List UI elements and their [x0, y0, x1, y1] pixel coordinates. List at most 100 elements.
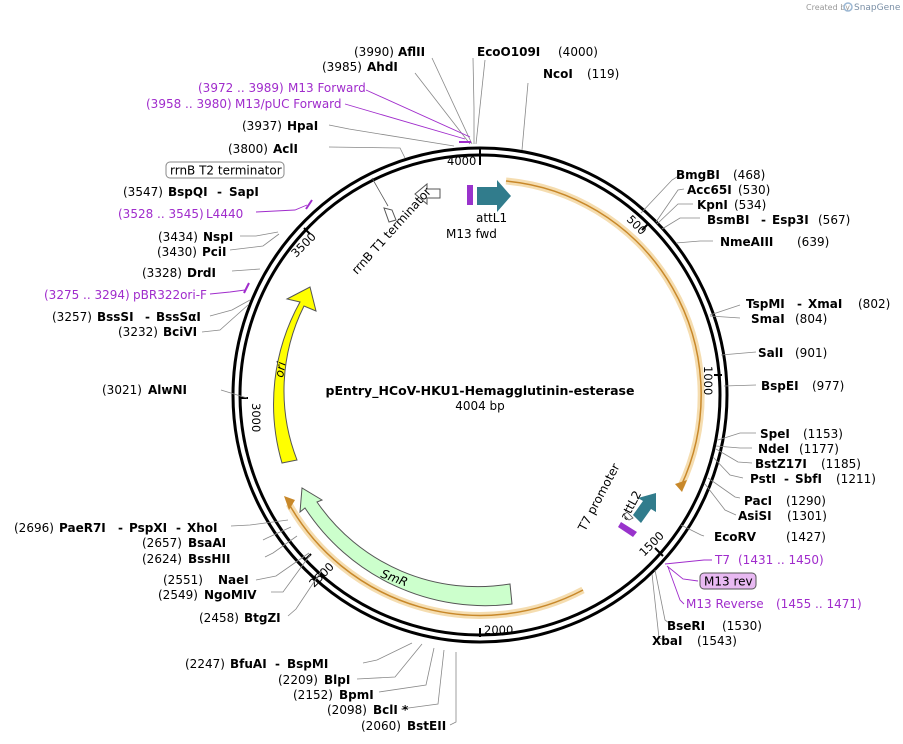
sali-pos: (901) [795, 346, 827, 360]
xhoi-dash: - [176, 521, 181, 535]
acc65i-site[interactable]: Acc65I [687, 183, 732, 197]
m13-rev-primer-marker[interactable] [618, 522, 637, 537]
l4440-name[interactable]: L4440 [206, 207, 243, 221]
smr-orf-arc[interactable] [284, 496, 585, 619]
xmai-site[interactable]: XmaI [808, 297, 842, 311]
insert-orf-arc[interactable] [505, 177, 705, 492]
bsssai-site[interactable]: BssSαI [156, 310, 201, 324]
psti-site[interactable]: PstI [750, 472, 776, 486]
rrnb-t2-label: rrnB T2 terminator [170, 164, 282, 178]
smr-orf-arrowhead [284, 496, 295, 510]
bmgbi-site[interactable]: BmgBI [676, 168, 720, 182]
blpi-site[interactable]: BlpI [324, 673, 350, 687]
eco0109i-site[interactable]: EcoO109I [477, 45, 540, 59]
ori-feature[interactable] [273, 286, 317, 464]
ecorv-pos: (1427) [786, 530, 826, 544]
t7-promoter-arrow[interactable] [623, 511, 634, 521]
bsmbi-site[interactable]: BsmBI [707, 213, 749, 227]
ori-label: ori [272, 360, 289, 378]
m13-fwd-primer-marker[interactable] [467, 185, 473, 205]
m13-forward-name[interactable]: M13 Forward [288, 81, 366, 95]
acli-site[interactable]: AclI [273, 142, 298, 156]
sbfi-site[interactable]: SbfI [795, 472, 822, 486]
paci-site[interactable]: PacI [744, 494, 772, 508]
asisi-pos: (1301) [787, 509, 827, 523]
smai-pos: (804) [795, 312, 827, 326]
bspmi-site[interactable]: BspMI [287, 657, 328, 671]
bsssi-site[interactable]: BssSI [97, 310, 134, 324]
m13-rev-label-box[interactable] [699, 572, 757, 590]
bcli-site[interactable]: BclI * [373, 703, 409, 717]
bcivi-site[interactable]: BciVI [163, 325, 197, 339]
t7-name[interactable]: T7 [714, 553, 730, 567]
tick-4000: 4000 [447, 154, 476, 168]
smai-site[interactable]: SmaI [751, 312, 785, 326]
bcli-pos: (2098) [327, 703, 367, 717]
rrnb-t2-label-box [165, 161, 285, 179]
bsteii-pos: (2060) [361, 719, 401, 733]
bsaai-site[interactable]: BsaAI [188, 536, 226, 550]
sali-site[interactable]: SalI [758, 346, 783, 360]
kpni-site[interactable]: KpnI [697, 198, 728, 212]
psti-pos: (1211) [836, 472, 876, 486]
pbr322-name[interactable]: pBR322ori-F [133, 288, 207, 302]
t7-range: (1431 .. 1450) [738, 553, 824, 567]
xbai-site[interactable]: XbaI [652, 634, 682, 648]
ngomiv-site[interactable]: NgoMIV [204, 588, 257, 602]
rrnb-t1-arrow[interactable] [414, 182, 441, 206]
spei-site[interactable]: SpeI [760, 427, 790, 441]
bcivi-pos: (3232) [118, 325, 158, 339]
aflii-site[interactable]: AflII [398, 45, 425, 59]
alwni-site[interactable]: AlwNI [148, 383, 187, 397]
bseri-site[interactable]: BseRI [667, 619, 705, 633]
bstz17i-site[interactable]: BstZ17I [755, 457, 807, 471]
acli-pos: (3800) [228, 142, 268, 156]
asisi-site[interactable]: AsiSI [738, 509, 772, 523]
bpmi-site[interactable]: BpmI [339, 688, 374, 702]
rrnb-t2-arrow[interactable] [383, 207, 397, 223]
esp3i-site[interactable]: Esp3I [772, 213, 809, 227]
attl1-label: attL1 [476, 211, 507, 225]
bsshii-site[interactable]: BssHII [188, 552, 230, 566]
ahdi-site[interactable]: AhdI [367, 60, 398, 74]
bsssi-pos: (3257) [52, 310, 92, 324]
nmeaiii-site[interactable]: NmeAIII [720, 235, 773, 249]
xhoi-site[interactable]: XhoI [187, 521, 218, 535]
paer7i-site[interactable]: PaeR7I [59, 521, 106, 535]
bsteii-site[interactable]: BstEII [407, 719, 446, 733]
attl2-arrow[interactable] [633, 493, 656, 523]
ncoi-site[interactable]: NcoI [543, 67, 573, 81]
bspqi-site[interactable]: BspQI [168, 185, 208, 199]
btgzi-site[interactable]: BtgZI [244, 611, 281, 625]
nspi-site[interactable]: NspI [203, 230, 233, 244]
tspmi-pos: (802) [858, 297, 890, 311]
naei-site[interactable]: NaeI [218, 573, 249, 587]
bfuai-pos: (2247) [185, 657, 225, 671]
sapi-site[interactable]: SapI [229, 185, 259, 199]
nspi-pos: (3434) [158, 230, 198, 244]
orf-arrowhead [675, 480, 687, 492]
hpai-site[interactable]: HpaI [287, 119, 318, 133]
bsaai-pos: (2657) [142, 536, 182, 550]
bspei-site[interactable]: BspEI [761, 379, 799, 393]
snapgene-icon [843, 2, 853, 12]
m13-rev-label: M13 rev [704, 575, 753, 589]
bfuai-site[interactable]: BfuAI [230, 657, 267, 671]
ecorv-site[interactable]: EcoRV [714, 530, 757, 544]
ndei-site[interactable]: NdeI [758, 442, 789, 456]
xbai-pos: (1543) [697, 634, 737, 648]
ndei-pos: (1177) [799, 442, 839, 456]
bsmbi-pos: (567) [818, 213, 850, 227]
eco0109i-pos: (4000) [558, 45, 598, 59]
m13-puc-name[interactable]: M13/pUC Forward [235, 97, 342, 111]
attl1-arrow[interactable] [477, 180, 511, 212]
drdi-site[interactable]: DrdI [187, 266, 216, 280]
pspxi-site[interactable]: PspXI [129, 521, 167, 535]
kpni-pos: (534) [734, 198, 766, 212]
pcii-site[interactable]: PciI [202, 245, 227, 259]
tspmi-site[interactable]: TspMI [746, 297, 785, 311]
m13-reverse-name[interactable]: M13 Reverse [686, 597, 764, 611]
bpmi-pos: (2152) [293, 688, 333, 702]
l4440-range: (3528 .. 3545) [118, 207, 204, 221]
smr-feature[interactable] [299, 487, 513, 607]
